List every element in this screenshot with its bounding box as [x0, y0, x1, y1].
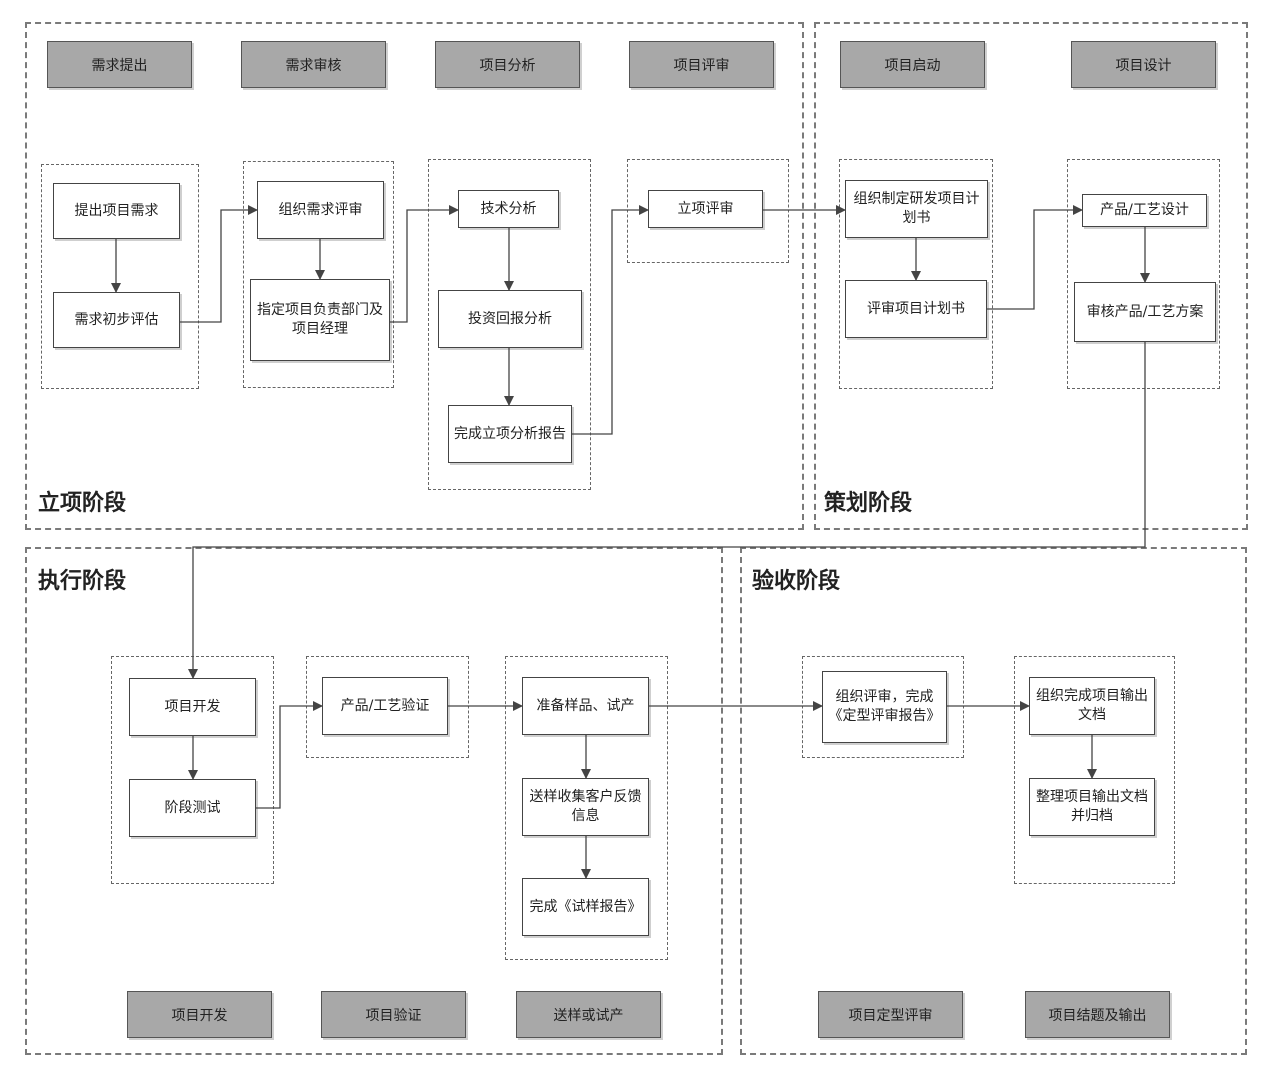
header-project-design: 项目设计 [1071, 41, 1216, 88]
step-complete-sample-report: 完成《试样报告》 [522, 878, 649, 936]
step-archive-output-documents: 整理项目输出文档并归档 [1029, 778, 1155, 836]
step-submit-demand: 提出项目需求 [53, 183, 180, 239]
group-project-review [627, 159, 789, 263]
step-audit-product-process-plan: 审核产品/工艺方案 [1074, 282, 1216, 342]
header-sample-trial: 送样或试产 [516, 991, 661, 1038]
stage-label-planning: 策划阶段 [824, 491, 913, 516]
step-project-approval-review: 立项评审 [648, 190, 763, 228]
header-project-verify: 项目验证 [321, 991, 466, 1038]
group-project-analysis [428, 159, 591, 490]
arrow-s12-s13 [188, 342, 1146, 679]
step-project-development: 项目开发 [129, 678, 256, 736]
stage-label-initiation: 立项阶段 [38, 491, 127, 516]
step-complete-output-documents: 组织完成项目输出文档 [1029, 677, 1155, 735]
stage-initiation [25, 22, 804, 530]
stage-label-acceptance: 验收阶段 [752, 569, 841, 594]
header-project-review: 项目评审 [629, 41, 774, 88]
group-closing-output [1014, 656, 1175, 884]
arrow-s14-s15 [256, 701, 323, 809]
step-roi-analysis: 投资回报分析 [438, 290, 582, 348]
step-technical-analysis: 技术分析 [458, 190, 559, 228]
step-initial-evaluation: 需求初步评估 [53, 292, 180, 348]
header-project-start: 项目启动 [840, 41, 985, 88]
step-complete-analysis-report: 完成立项分析报告 [448, 405, 572, 463]
step-collect-customer-feedback: 送样收集客户反馈信息 [522, 778, 649, 836]
step-organize-demand-review: 组织需求评审 [257, 181, 384, 239]
group-sample-trial [505, 656, 668, 960]
group-demand-review [243, 161, 394, 388]
header-project-dev: 项目开发 [127, 991, 272, 1038]
group-project-start [839, 159, 993, 389]
group-project-design [1067, 159, 1220, 389]
stage-label-execution: 执行阶段 [38, 569, 127, 594]
step-product-process-design: 产品/工艺设计 [1082, 194, 1207, 227]
step-product-process-verification: 产品/工艺验证 [322, 677, 448, 735]
group-final-review [802, 656, 964, 758]
header-demand-submit: 需求提出 [47, 41, 192, 88]
step-create-project-plan: 组织制定研发项目计划书 [845, 180, 988, 238]
arrow-s7-s8 [572, 205, 649, 435]
step-stage-testing: 阶段测试 [129, 779, 256, 837]
header-final-review: 项目定型评审 [818, 991, 963, 1038]
header-demand-review: 需求审核 [241, 41, 386, 88]
header-project-analysis: 项目分析 [435, 41, 580, 88]
step-finalization-review-report: 组织评审，完成《定型评审报告》 [822, 671, 947, 743]
header-closing-output: 项目结题及输出 [1025, 991, 1170, 1038]
stage-execution [25, 547, 723, 1055]
group-demand-submit [41, 164, 199, 389]
arrow-s10-s11 [987, 205, 1083, 310]
group-project-verify [306, 656, 469, 758]
arrow-s2-s3 [180, 205, 258, 323]
stage-acceptance [740, 547, 1247, 1055]
stage-planning [814, 22, 1248, 530]
step-prepare-samples-trial: 准备样品、试产 [522, 677, 649, 735]
arrow-s4-s5 [390, 205, 459, 323]
